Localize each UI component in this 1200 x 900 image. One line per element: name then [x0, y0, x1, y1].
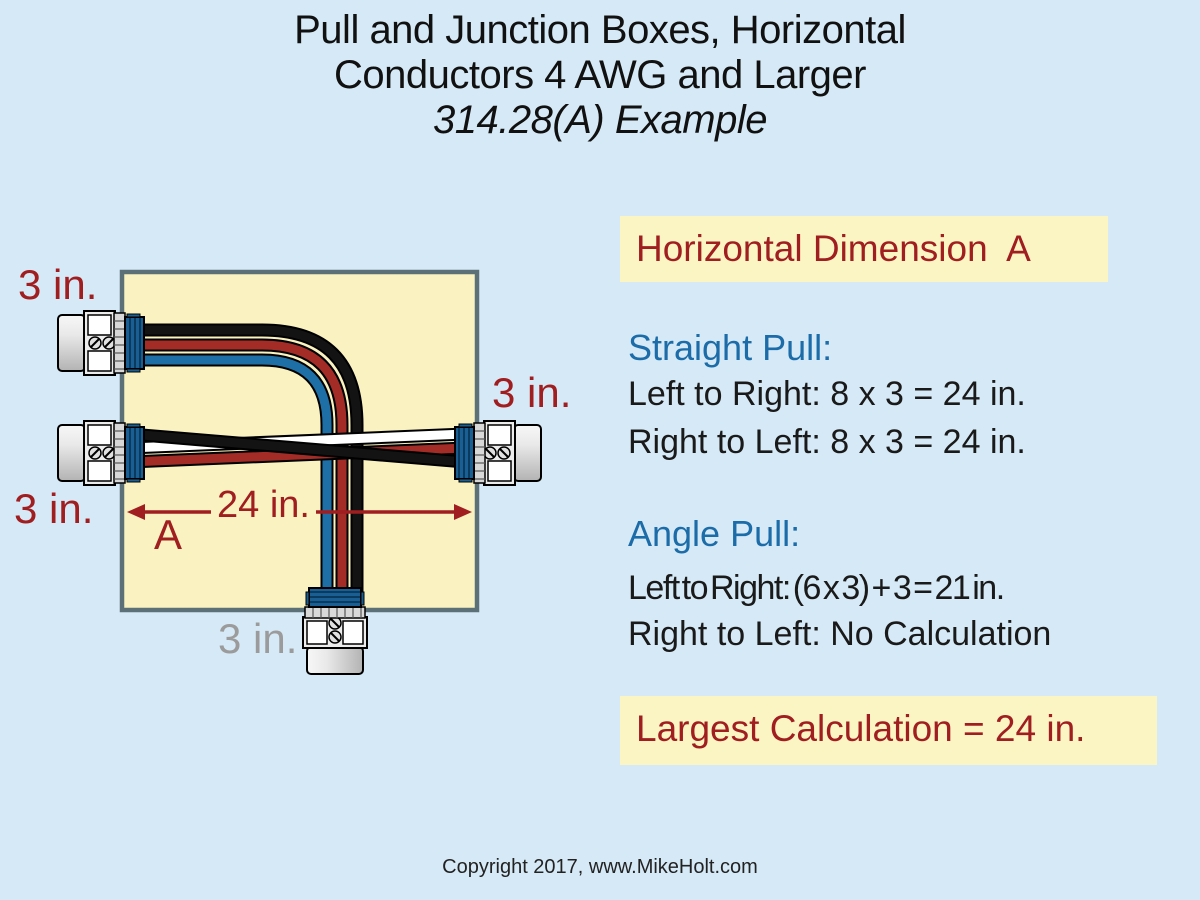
label-3in-right: 3 in. — [492, 369, 572, 416]
straight-pull-line-1: Left to Right: 8 x 3 = 24 in. — [628, 375, 1026, 413]
label-3in-top-left: 3 in. — [18, 261, 98, 308]
panel-header-horizontal-dimension: Horizontal Dimension A — [620, 216, 1108, 282]
panel-footer-largest-calculation: Largest Calculation = 24 in. — [620, 696, 1157, 765]
wire-bundle-straight-pull — [129, 427, 466, 469]
conduit-connector-mid-left — [57, 420, 145, 486]
label-3in-bottom: 3 in. — [218, 615, 298, 662]
wire-bundle-angle-pull — [130, 323, 364, 600]
title-line-3: 314.28(A) Example — [433, 98, 767, 142]
conduit-connector-right — [454, 420, 542, 486]
wire-black — [130, 325, 362, 600]
angle-pull-line-2: Right to Left: No Calculation — [628, 615, 1052, 653]
copyright-text: Copyright 2017, www.MikeHolt.com — [442, 856, 758, 878]
junction-box-diagram — [57, 269, 542, 675]
title-line-2: Conductors 4 AWG and Larger — [334, 53, 866, 97]
slide-title: Pull and Junction Boxes, Horizontal Cond… — [0, 8, 1200, 143]
angle-pull-line-1: Left to Right: (6 x 3) + 3 = 21 in. — [628, 569, 1005, 607]
label-24in: 24 in. — [211, 484, 316, 526]
label-dimension-a: A — [154, 511, 183, 558]
wire-red — [130, 340, 347, 600]
conduit-connector-bottom — [302, 587, 368, 675]
title-line-1: Pull and Junction Boxes, Horizontal — [294, 8, 906, 52]
wire-black2 — [129, 429, 466, 467]
wire-red2 — [129, 443, 466, 467]
angle-pull-heading: Angle Pull: — [628, 513, 801, 554]
wire-blue — [130, 355, 332, 600]
straight-pull-line-2: Right to Left: 8 x 3 = 24 in. — [628, 423, 1026, 461]
straight-pull-heading: Straight Pull: — [628, 327, 833, 368]
label-3in-mid-left: 3 in. — [14, 485, 94, 532]
conduit-connector-top-left — [57, 310, 145, 376]
wire-white — [129, 429, 466, 453]
